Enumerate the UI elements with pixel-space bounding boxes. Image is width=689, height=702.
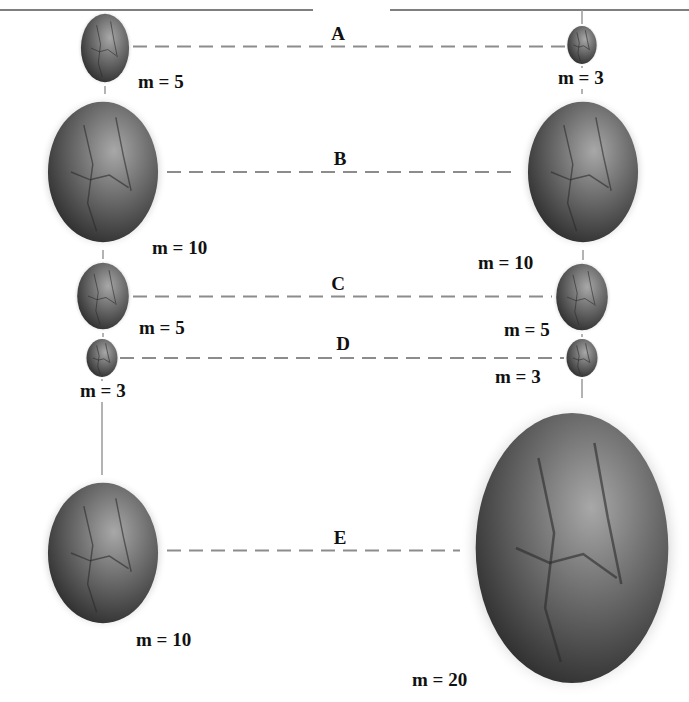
mass-label: m = 3 xyxy=(556,68,606,89)
hanging-string xyxy=(102,333,104,337)
mass-label: m = 3 xyxy=(493,367,543,388)
dashed-level-line xyxy=(120,357,564,359)
mass-label: m = 10 xyxy=(134,630,193,651)
rock-node: m = 10 xyxy=(39,94,167,250)
hanging-string xyxy=(582,250,584,260)
hanging-string xyxy=(581,334,583,337)
level-letter: D xyxy=(334,334,352,355)
dashed-level-line xyxy=(167,550,460,552)
rock-node: m = 20 xyxy=(460,398,684,698)
hanging-string xyxy=(104,86,106,94)
rock-illustration xyxy=(73,259,133,333)
level-letter: B xyxy=(332,149,349,170)
rock-illustration xyxy=(552,260,612,334)
rock-node: m = 3 xyxy=(564,337,600,379)
rock-node: m = 10 xyxy=(39,475,167,631)
mass-label: m = 5 xyxy=(136,72,186,93)
rock-illustration xyxy=(564,337,600,379)
rock-node: m = 3 xyxy=(84,337,120,379)
hanging-string xyxy=(102,250,104,259)
rock-node: m = 5 xyxy=(73,259,133,333)
rock-illustration xyxy=(39,475,167,631)
rock-illustration xyxy=(565,24,599,66)
rock-illustration xyxy=(84,337,120,379)
rock-node: m = 5 xyxy=(77,10,133,86)
mass-label: m = 10 xyxy=(150,238,209,259)
dashed-level-line xyxy=(133,296,552,298)
rock-node: m = 3 xyxy=(565,24,599,66)
ceiling-line xyxy=(390,9,689,11)
rock-illustration xyxy=(77,10,133,86)
dashed-level-line xyxy=(133,46,565,48)
mass-label: m = 10 xyxy=(476,253,535,274)
ceiling-line xyxy=(0,9,313,11)
hanging-string xyxy=(581,10,583,24)
mass-label: m = 5 xyxy=(502,320,552,341)
rock-illustration xyxy=(519,94,647,250)
rock-node: m = 10 xyxy=(519,94,647,250)
dashed-level-line xyxy=(167,171,519,173)
rock-illustration xyxy=(460,398,684,698)
mass-label: m = 3 xyxy=(78,381,128,402)
level-letter: E xyxy=(332,528,349,549)
level-letter: A xyxy=(329,24,347,45)
mass-label: m = 20 xyxy=(410,670,469,691)
level-letter: C xyxy=(329,274,347,295)
rock-illustration xyxy=(39,94,167,250)
mass-label: m = 5 xyxy=(137,318,187,339)
hanging-string xyxy=(581,379,583,398)
rock-node: m = 5 xyxy=(552,260,612,334)
